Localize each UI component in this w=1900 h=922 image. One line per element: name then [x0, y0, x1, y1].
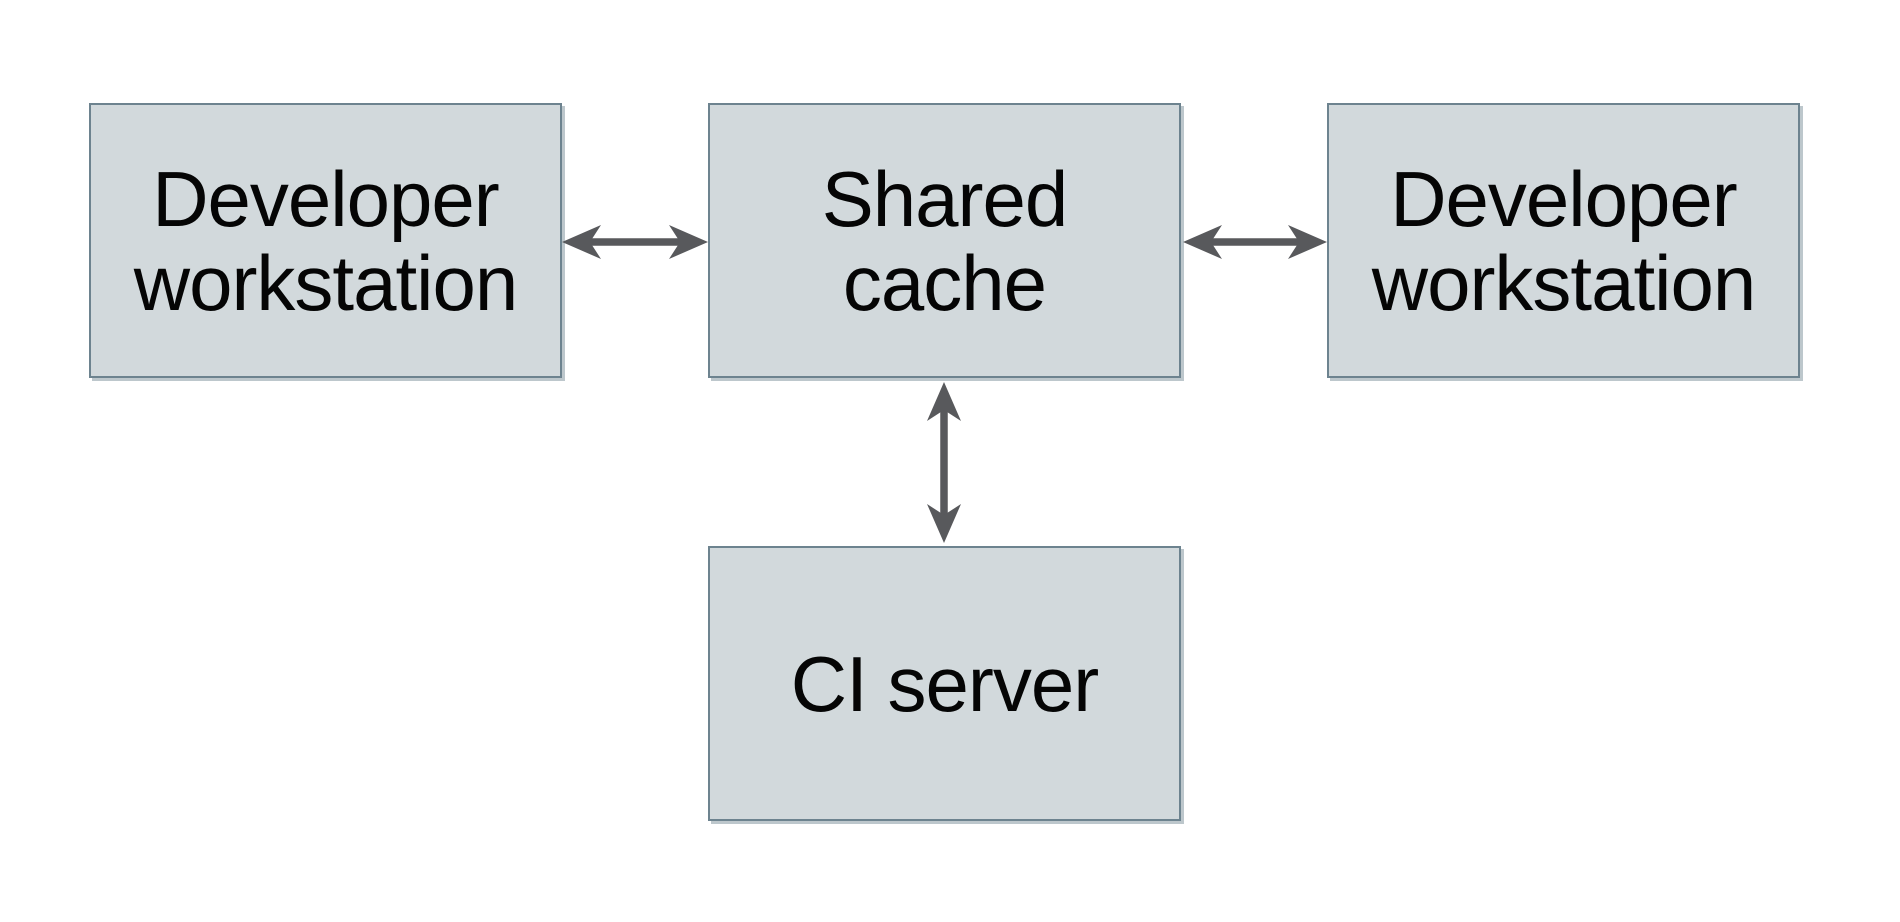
node-developer-workstation-left: Developer workstation — [89, 103, 562, 378]
bidirectional-arrow-icon — [1183, 225, 1327, 259]
node-ci-server: CI server — [708, 546, 1181, 821]
node-label-line: workstation — [133, 238, 518, 327]
bidirectional-arrow-icon — [562, 225, 708, 259]
node-developer-workstation-right: Developer workstation — [1327, 103, 1800, 378]
node-label-line: cache — [842, 238, 1047, 327]
node-label-line: Developer — [152, 154, 500, 243]
bidirectional-arrow-icon — [927, 382, 961, 543]
node-shared-cache: Shared cache — [708, 103, 1181, 378]
node-label-line: Developer — [1390, 154, 1738, 243]
edge-workstation-left-shared-cache — [560, 222, 710, 262]
node-label-line: CI server — [790, 639, 1099, 728]
edge-shared-cache-workstation-right — [1181, 222, 1329, 262]
node-label-line: workstation — [1371, 238, 1756, 327]
node-label-line: Shared — [821, 154, 1069, 243]
edge-shared-cache-ci-server — [924, 380, 964, 545]
